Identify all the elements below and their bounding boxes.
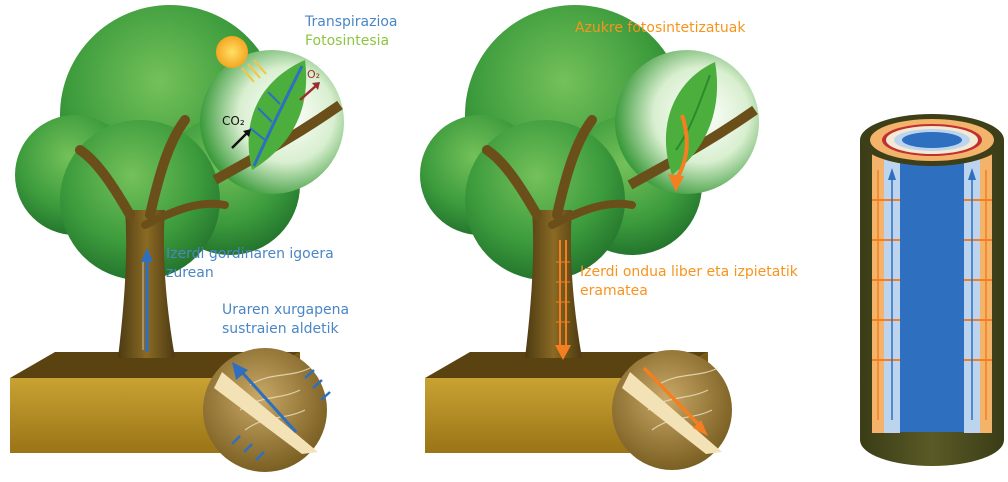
- label-co2: CO₂: [222, 113, 245, 130]
- label-elaborated-sap-line1: Izerdi ondua liber eta izpietatik: [580, 264, 798, 281]
- middle-leaf-bubble: [615, 50, 759, 194]
- stem-cross-section: [860, 114, 1004, 466]
- label-sugars: Azukre fotosintetizatuak: [575, 20, 745, 37]
- label-elaborated-sap-line2: eramatea: [580, 283, 648, 300]
- label-water-uptake-line2: sustraien aldetik: [222, 321, 339, 338]
- middle-root-bubble: [612, 350, 732, 470]
- label-water-uptake-line1: Uraren xurgapena: [222, 302, 349, 319]
- label-raw-sap-line2: zurean: [166, 265, 214, 282]
- left-root-bubble: [203, 348, 330, 472]
- label-o2: O₂: [307, 66, 320, 83]
- label-photosynthesis: Fotosintesia: [305, 33, 389, 50]
- label-raw-sap-line1: Izerdi gordinaren igoera: [166, 246, 334, 263]
- label-transpiration: Transpirazioa: [305, 14, 398, 31]
